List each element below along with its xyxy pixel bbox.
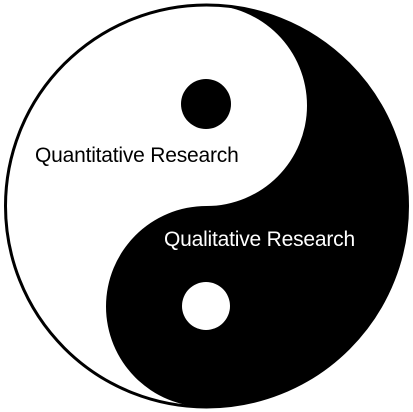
qualitative-research-label: Qualitative Research — [164, 228, 355, 251]
yin-yang-outline — [4, 3, 409, 409]
yin-yang-dark-dot — [181, 79, 231, 129]
yin-yang-light-dot — [182, 282, 230, 330]
yin-yang-dark-half — [106, 5, 408, 407]
quantitative-research-label: Quantitative Research — [35, 144, 239, 167]
